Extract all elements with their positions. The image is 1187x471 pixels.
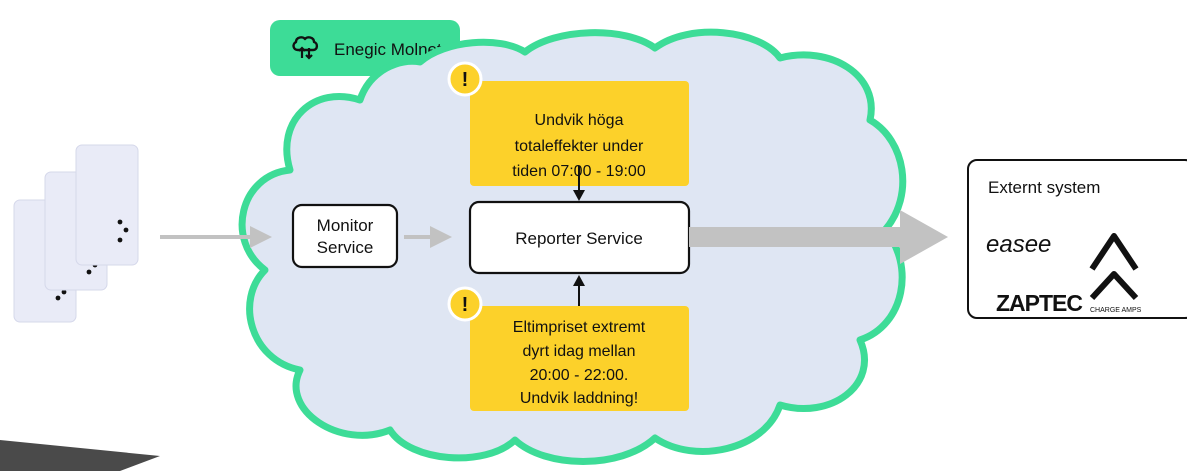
- monitor-service-label-line1: Monitor: [317, 216, 374, 235]
- cloud-tab-label: Enegic Molnet: [334, 40, 442, 59]
- monitor-service-box[interactable]: Monitor Service: [291, 203, 399, 269]
- charge-amps-label: CHARGE AMPS: [1090, 307, 1142, 314]
- external-system-title: Externt system: [988, 178, 1100, 197]
- meter-device-icon: [55, 295, 61, 301]
- arrow-devices-to-monitor: [160, 226, 272, 248]
- alert-top-line1: Undvik höga: [535, 112, 624, 129]
- alert-top: ! Undvik höga totaleffekter under tiden …: [447, 61, 689, 186]
- cloud-sync-icon: [292, 36, 319, 60]
- alert-bottom-line2: dyrt idag mellan: [523, 343, 636, 360]
- alert-bottom-box: [470, 306, 689, 411]
- arrow-reporter-to-external: [689, 210, 948, 264]
- svg-text:!: !: [462, 294, 469, 316]
- exclamation-icon: [447, 286, 483, 322]
- external-system-box[interactable]: Externt system easee CHARGE AMPS ZAPTEC: [967, 159, 1187, 319]
- alert-bottom-line3: 20:00 - 22:00.: [530, 367, 629, 384]
- alert-bottom-line1: Eltimpriset extremt: [513, 319, 646, 336]
- meter-device-icon: [117, 219, 123, 225]
- charge-amps-logo: CHARGE AMPS: [1089, 233, 1142, 314]
- alert-top-line2: totaleffekter under: [515, 138, 644, 155]
- svg-text:!: !: [462, 69, 469, 91]
- device-card: [75, 144, 139, 266]
- device-stack: [13, 144, 139, 323]
- alert-bottom-line4: Undvik laddning!: [520, 390, 638, 407]
- reporter-service-label: Reporter Service: [515, 229, 643, 248]
- reporter-service-box[interactable]: Reporter Service: [468, 200, 691, 275]
- exclamation-icon: [447, 61, 483, 97]
- easee-logo: easee: [986, 231, 1051, 258]
- arrow-alert-top-to-reporter: [573, 166, 585, 201]
- zaptec-logo: ZAPTEC: [996, 290, 1082, 316]
- arrow-monitor-to-reporter: [404, 226, 452, 248]
- arrow-alert-bottom-to-reporter: [573, 275, 585, 306]
- monitor-service-label-line2: Service: [317, 238, 374, 257]
- corner-decoration: [0, 440, 160, 471]
- alert-bottom: ! Eltimpriset extremt dyrt idag mellan 2…: [447, 286, 689, 411]
- meter-device-icon: [86, 269, 92, 275]
- alert-top-box: [470, 81, 689, 186]
